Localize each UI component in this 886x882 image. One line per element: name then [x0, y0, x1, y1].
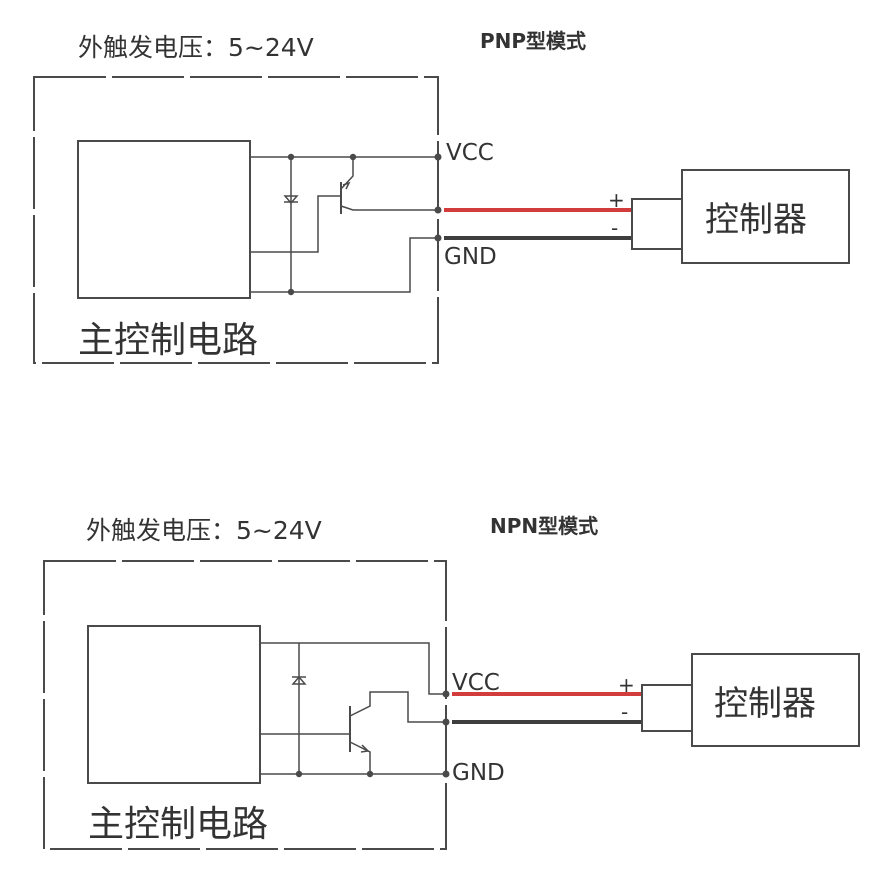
npn-junction-dot [366, 770, 374, 778]
pnp-junction-dot [287, 153, 295, 161]
npn-plus-sign: + [618, 673, 635, 697]
pnp-minus-sign: - [611, 216, 618, 240]
pnp-main-circuit-block [77, 140, 251, 299]
npn-vcc-rail [260, 642, 446, 695]
npn-controller-box [691, 653, 860, 747]
npn-vcc-terminal [442, 690, 450, 698]
pnp-diode-icon [283, 195, 299, 205]
npn-minus-sign: - [621, 700, 628, 724]
npn-output-terminal [442, 718, 450, 726]
npn-transistor-icon [349, 691, 446, 774]
pnp-controller-box [681, 169, 850, 264]
pnp-mode-label: PNP型模式 [480, 29, 586, 53]
pnp-enclosure [33, 76, 439, 364]
pnp-gnd-label: GND [444, 244, 497, 270]
pnp-junction-dot [287, 288, 295, 296]
pnp-main-circuit-label: 主控制电路 [78, 320, 258, 361]
pnp-gnd-rail [250, 237, 438, 293]
pnp-transistor-icon [340, 157, 438, 214]
pnp-vcc-terminal [434, 153, 442, 161]
pnp-gnd-terminal [434, 234, 442, 242]
npn-diagram: 外触发电压：5~24V NPN型模式 VCC G [43, 514, 860, 850]
npn-vcc-label: VCC [452, 670, 500, 696]
pnp-voltage-label: 外触发电压：5~24V [78, 33, 314, 62]
npn-diode-icon [291, 675, 307, 685]
pnp-output-terminal [434, 206, 442, 214]
pnp-junction-dot [349, 153, 357, 161]
npn-mode-label: NPN型模式 [490, 514, 598, 538]
pnp-vcc-label: VCC [446, 140, 494, 166]
npn-main-circuit-block [87, 625, 261, 784]
npn-gnd-label: GND [452, 760, 505, 786]
npn-connector [641, 684, 693, 732]
npn-gnd-terminal [442, 770, 450, 778]
npn-junction-dot [295, 770, 303, 778]
npn-enclosure [43, 560, 447, 850]
npn-controller-label: 控制器 [714, 684, 816, 724]
npn-voltage-label: 外触发电压：5~24V [86, 516, 322, 545]
pnp-diagram: 外触发电压：5~24V PNP型模式 VCC [33, 29, 850, 364]
pnp-connector [631, 198, 683, 250]
pnp-plus-sign: + [608, 188, 625, 212]
npn-main-circuit-label: 主控制电路 [88, 804, 268, 845]
pnp-base-wire [250, 195, 340, 253]
pnp-controller-label: 控制器 [705, 200, 807, 240]
